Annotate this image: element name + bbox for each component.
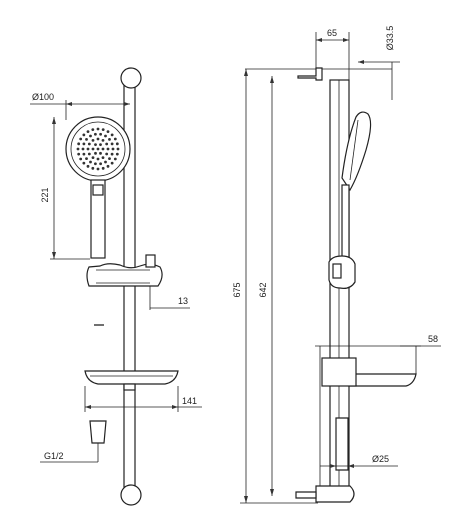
side-shower-handle <box>341 184 350 266</box>
front-top-end-cap <box>120 67 142 89</box>
side-bottom-mount <box>315 485 355 503</box>
nozzle-dot <box>86 130 90 134</box>
nozzle-dot <box>99 162 102 166</box>
nozzle-dot <box>96 167 100 171</box>
nozzle-dot <box>94 151 97 155</box>
nozzle-dot <box>94 162 97 166</box>
nozzle-dot <box>101 156 105 160</box>
side-soap-dish-bracket <box>321 357 357 387</box>
nozzle-dot <box>76 147 80 151</box>
nozzle-dot <box>106 147 110 151</box>
nozzle-dot <box>104 134 107 138</box>
nozzle-dot <box>96 147 100 151</box>
nozzle-dot <box>87 142 91 146</box>
nozzle-dot <box>113 157 117 161</box>
nozzle-dot <box>96 137 100 141</box>
front-bottom-end-cap <box>120 484 142 506</box>
nozzle-dot <box>89 134 92 138</box>
nozzle-dot <box>81 147 85 151</box>
nozzle-dot <box>104 160 107 164</box>
nozzle-dot <box>82 142 86 146</box>
front-soap-dish <box>84 370 179 385</box>
nozzle-dot <box>85 137 88 141</box>
nozzle-dot <box>115 152 119 156</box>
dim-thread: G1/2 <box>44 451 64 461</box>
shower-head-nozzles <box>76 127 120 171</box>
front-hose-connector <box>89 420 107 444</box>
side-dimensions: 675 642 65 Ø33.5 58 Ø25 <box>232 26 441 504</box>
dim-depth-13: 13 <box>178 296 188 306</box>
nozzle-dot <box>105 142 109 146</box>
nozzle-dot <box>77 152 81 156</box>
front-soap-dish-bracket <box>123 383 136 391</box>
nozzle-dot <box>96 127 100 131</box>
nozzle-dot <box>111 147 115 151</box>
nozzle-dot <box>108 137 111 141</box>
dim-offset-65: 65 <box>327 28 337 38</box>
nozzle-dot <box>99 132 102 136</box>
nozzle-dot <box>77 142 81 146</box>
nozzle-dot <box>87 152 91 156</box>
dim-soap-dish-58: 58 <box>428 334 438 344</box>
front-handle-collar <box>92 184 104 196</box>
nozzle-dot <box>106 130 110 134</box>
side-hose-section <box>335 417 349 471</box>
nozzle-dot <box>94 132 97 136</box>
nozzle-dot <box>101 147 105 151</box>
dim-total-height-675: 675 <box>232 282 242 297</box>
side-shower-head <box>341 111 372 192</box>
nozzle-dot <box>115 142 119 146</box>
side-top-mount <box>297 67 323 81</box>
side-view <box>245 67 421 503</box>
nozzle-dot <box>82 161 86 165</box>
side-soap-dish <box>348 373 417 387</box>
nozzle-dot <box>105 152 109 156</box>
nozzle-dot <box>79 137 83 141</box>
nozzle-dot <box>82 152 86 156</box>
nozzle-dot <box>113 137 117 141</box>
dim-hose-diameter: Ø25 <box>372 454 389 464</box>
dim-height-221: 221 <box>40 187 50 202</box>
dim-height-642: 642 <box>258 282 268 297</box>
nozzle-dot <box>101 166 105 170</box>
nozzle-dot <box>85 157 88 161</box>
nozzle-dot <box>82 133 86 137</box>
nozzle-dot <box>86 147 90 151</box>
nozzle-dot <box>99 143 102 147</box>
front-shower-head-face <box>70 121 126 177</box>
nozzle-dot <box>94 143 97 147</box>
nozzle-dot <box>116 147 120 151</box>
front-shower-handle <box>90 179 106 259</box>
dim-bar-diameter: Ø33.5 <box>385 26 395 51</box>
nozzle-dot <box>110 142 114 146</box>
nozzle-dot <box>110 152 114 156</box>
dim-width-141: 141 <box>182 396 197 406</box>
nozzle-dot <box>79 157 83 161</box>
nozzle-dot <box>91 156 95 160</box>
nozzle-dot <box>91 138 95 142</box>
nozzle-dot <box>99 151 102 155</box>
nozzle-dot <box>86 164 90 168</box>
nozzle-dot <box>89 160 92 164</box>
nozzle-dot <box>91 128 95 132</box>
nozzle-dot <box>101 138 105 142</box>
nozzle-dot <box>91 147 95 151</box>
nozzle-dot <box>101 128 105 132</box>
nozzle-dot <box>110 133 114 137</box>
side-bottom-fitting <box>295 491 317 499</box>
dim-head-diameter: Ø100 <box>32 92 54 102</box>
nozzle-dot <box>110 161 114 165</box>
nozzle-dot <box>106 164 110 168</box>
front-view <box>65 67 179 506</box>
nozzle-dot <box>96 157 100 161</box>
nozzle-dot <box>91 166 95 170</box>
nozzle-dot <box>108 157 111 161</box>
front-dimensions: Ø100 221 13 141 G1/2 <box>30 92 202 463</box>
front-slider-knob <box>145 254 156 268</box>
